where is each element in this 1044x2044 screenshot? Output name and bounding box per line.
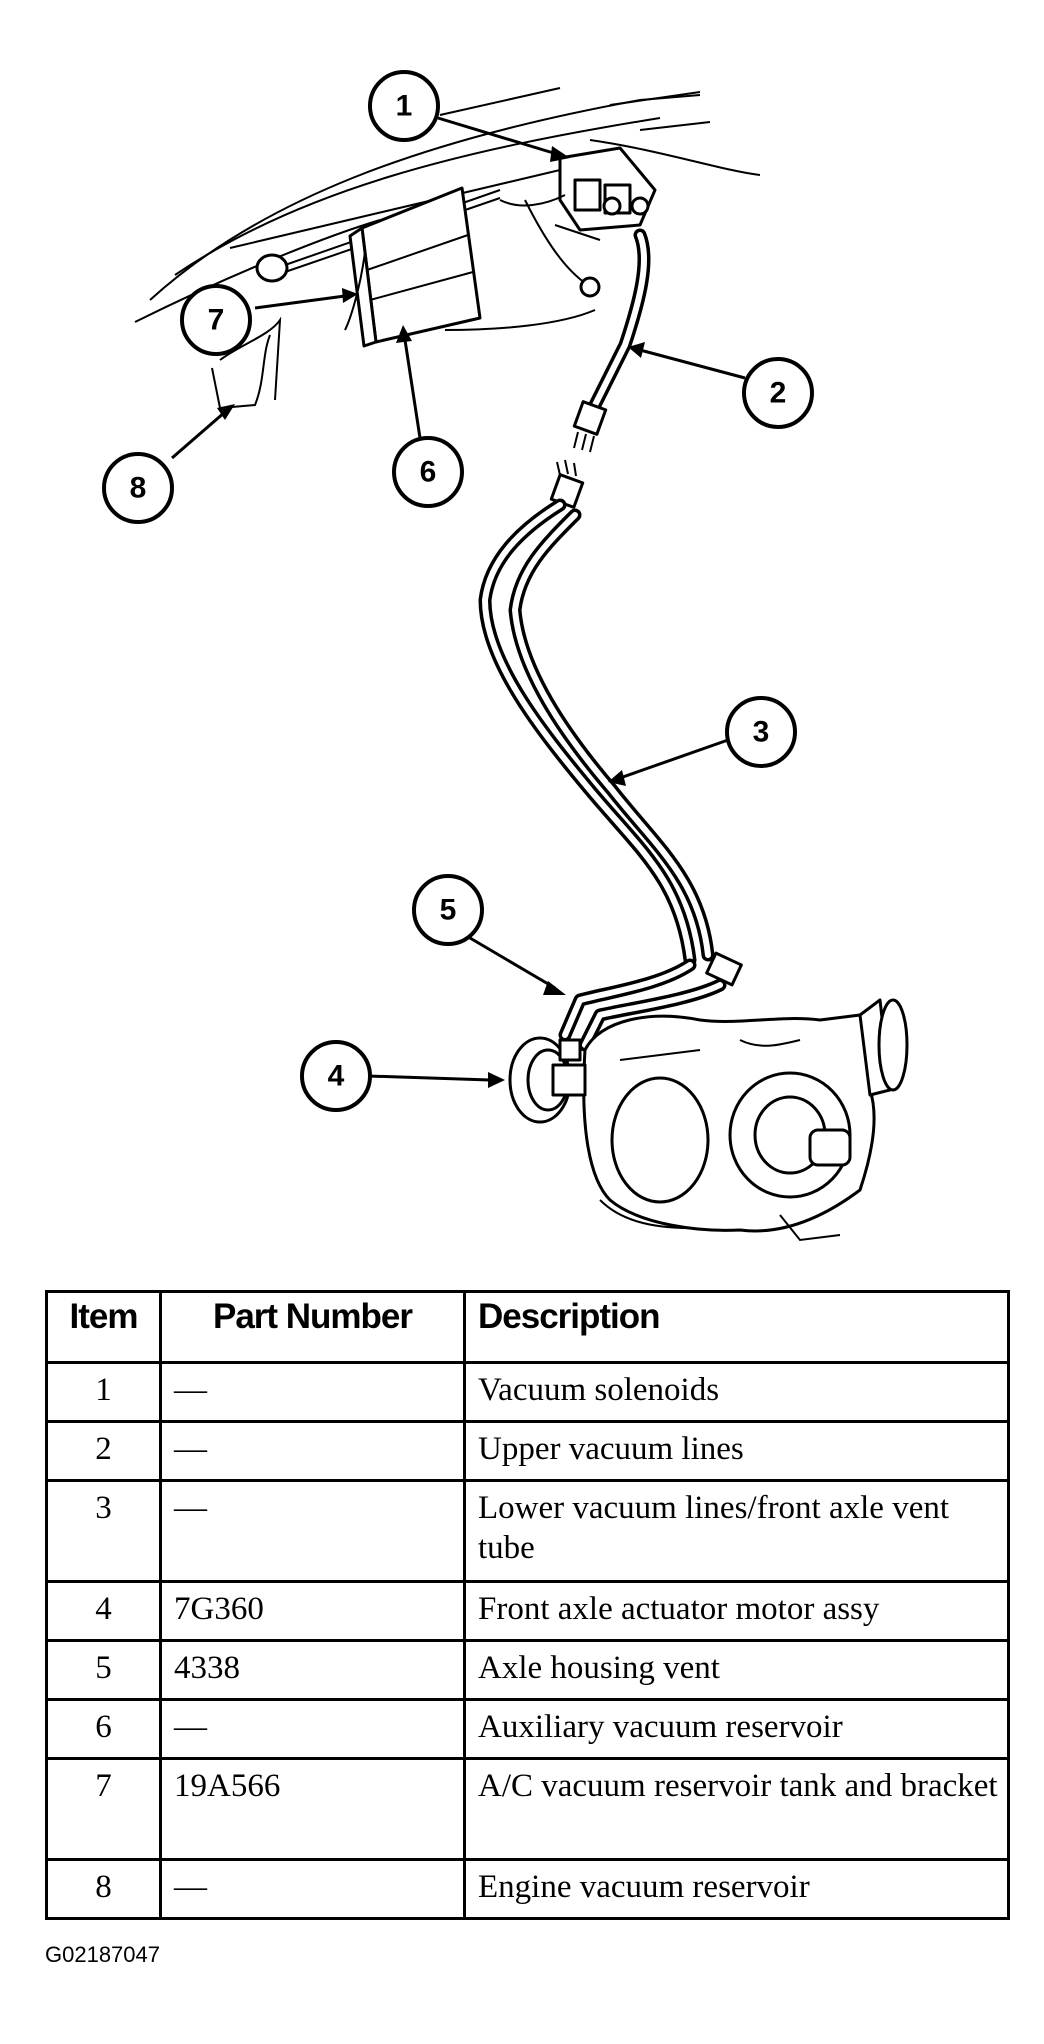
svg-text:5: 5	[440, 894, 457, 927]
leader-lines	[171, 116, 746, 1088]
header-description: Description	[463, 1290, 1010, 1364]
cell-item: 1	[45, 1361, 162, 1423]
cell-item: 8	[45, 1858, 162, 1920]
cell-item: 2	[45, 1420, 162, 1482]
auxiliary-vacuum-reservoir	[344, 186, 596, 348]
cell-part-number: —	[159, 1479, 466, 1583]
cell-item: 5	[45, 1639, 162, 1701]
callout-2: 2	[742, 357, 814, 429]
callout-7: 7	[180, 284, 252, 356]
cell-item: 3	[45, 1479, 162, 1583]
cell-description: A/C vacuum reservoir tank and bracket	[463, 1757, 1010, 1861]
svg-text:3: 3	[753, 716, 770, 749]
table-row: 1 — Vacuum solenoids	[45, 1361, 1010, 1423]
front-axle-housing	[582, 998, 909, 1242]
vacuum-system-diagram: 1 2 3 4 5 6 7 8	[102, 70, 909, 1242]
svg-text:7: 7	[208, 304, 225, 337]
callout-4: 4	[300, 1040, 372, 1112]
cell-description: Lower vacuum lines/front axle vent tube	[463, 1479, 1010, 1583]
cell-description: Upper vacuum lines	[463, 1420, 1010, 1482]
cell-description: Auxiliary vacuum reservoir	[463, 1698, 1010, 1760]
cell-part-number: 4338	[159, 1639, 466, 1701]
cell-item: 4	[45, 1580, 162, 1642]
cell-part-number: —	[159, 1858, 466, 1920]
callout-6: 6	[392, 436, 464, 508]
cell-item: 6	[45, 1698, 162, 1760]
table-row: 4 7G360 Front axle actuator motor assy	[45, 1580, 1010, 1642]
actuator-motor	[508, 1036, 587, 1124]
vacuum-solenoids	[499, 146, 657, 298]
svg-text:2: 2	[770, 377, 787, 410]
table-row: 3 — Lower vacuum lines/front axle vent t…	[45, 1479, 1010, 1583]
cell-part-number: —	[159, 1361, 466, 1423]
callout-1: 1	[368, 70, 440, 142]
figure-code: G02187047	[45, 1942, 160, 1967]
table-row: 6 — Auxiliary vacuum reservoir	[45, 1698, 1010, 1760]
engine-vacuum-reservoir	[211, 334, 271, 410]
callout-5: 5	[412, 874, 484, 946]
table-row: 5 4338 Axle housing vent	[45, 1639, 1010, 1701]
header-part-number: Part Number	[159, 1290, 466, 1364]
cell-description: Front axle actuator motor assy	[463, 1580, 1010, 1642]
svg-text:8: 8	[130, 472, 147, 505]
cell-description: Engine vacuum reservoir	[463, 1858, 1010, 1920]
axle-housing-vent	[558, 958, 727, 1052]
cell-description: Axle housing vent	[463, 1639, 1010, 1701]
svg-text:6: 6	[420, 456, 437, 489]
table-row: 7 19A566 A/C vacuum reservoir tank and b…	[45, 1757, 1010, 1861]
table-row: 2 — Upper vacuum lines	[45, 1420, 1010, 1482]
svg-text:4: 4	[328, 1060, 345, 1093]
cell-part-number: —	[159, 1420, 466, 1482]
lower-vacuum-lines	[478, 459, 743, 987]
callout-8: 8	[102, 452, 174, 524]
callout-3: 3	[725, 696, 797, 768]
cell-part-number: —	[159, 1698, 466, 1760]
cell-item: 7	[45, 1757, 162, 1861]
table-header-row: Item Part Number Description	[45, 1290, 1010, 1364]
header-item: Item	[45, 1290, 162, 1364]
table-row: 8 — Engine vacuum reservoir	[45, 1858, 1010, 1920]
upper-vacuum-lines	[572, 228, 651, 453]
svg-text:1: 1	[396, 90, 413, 123]
cell-description: Vacuum solenoids	[463, 1361, 1010, 1423]
cell-part-number: 19A566	[159, 1757, 466, 1861]
cell-part-number: 7G360	[159, 1580, 466, 1642]
parts-table: Item Part Number Description 1 — Vacuum …	[45, 1290, 1010, 1920]
